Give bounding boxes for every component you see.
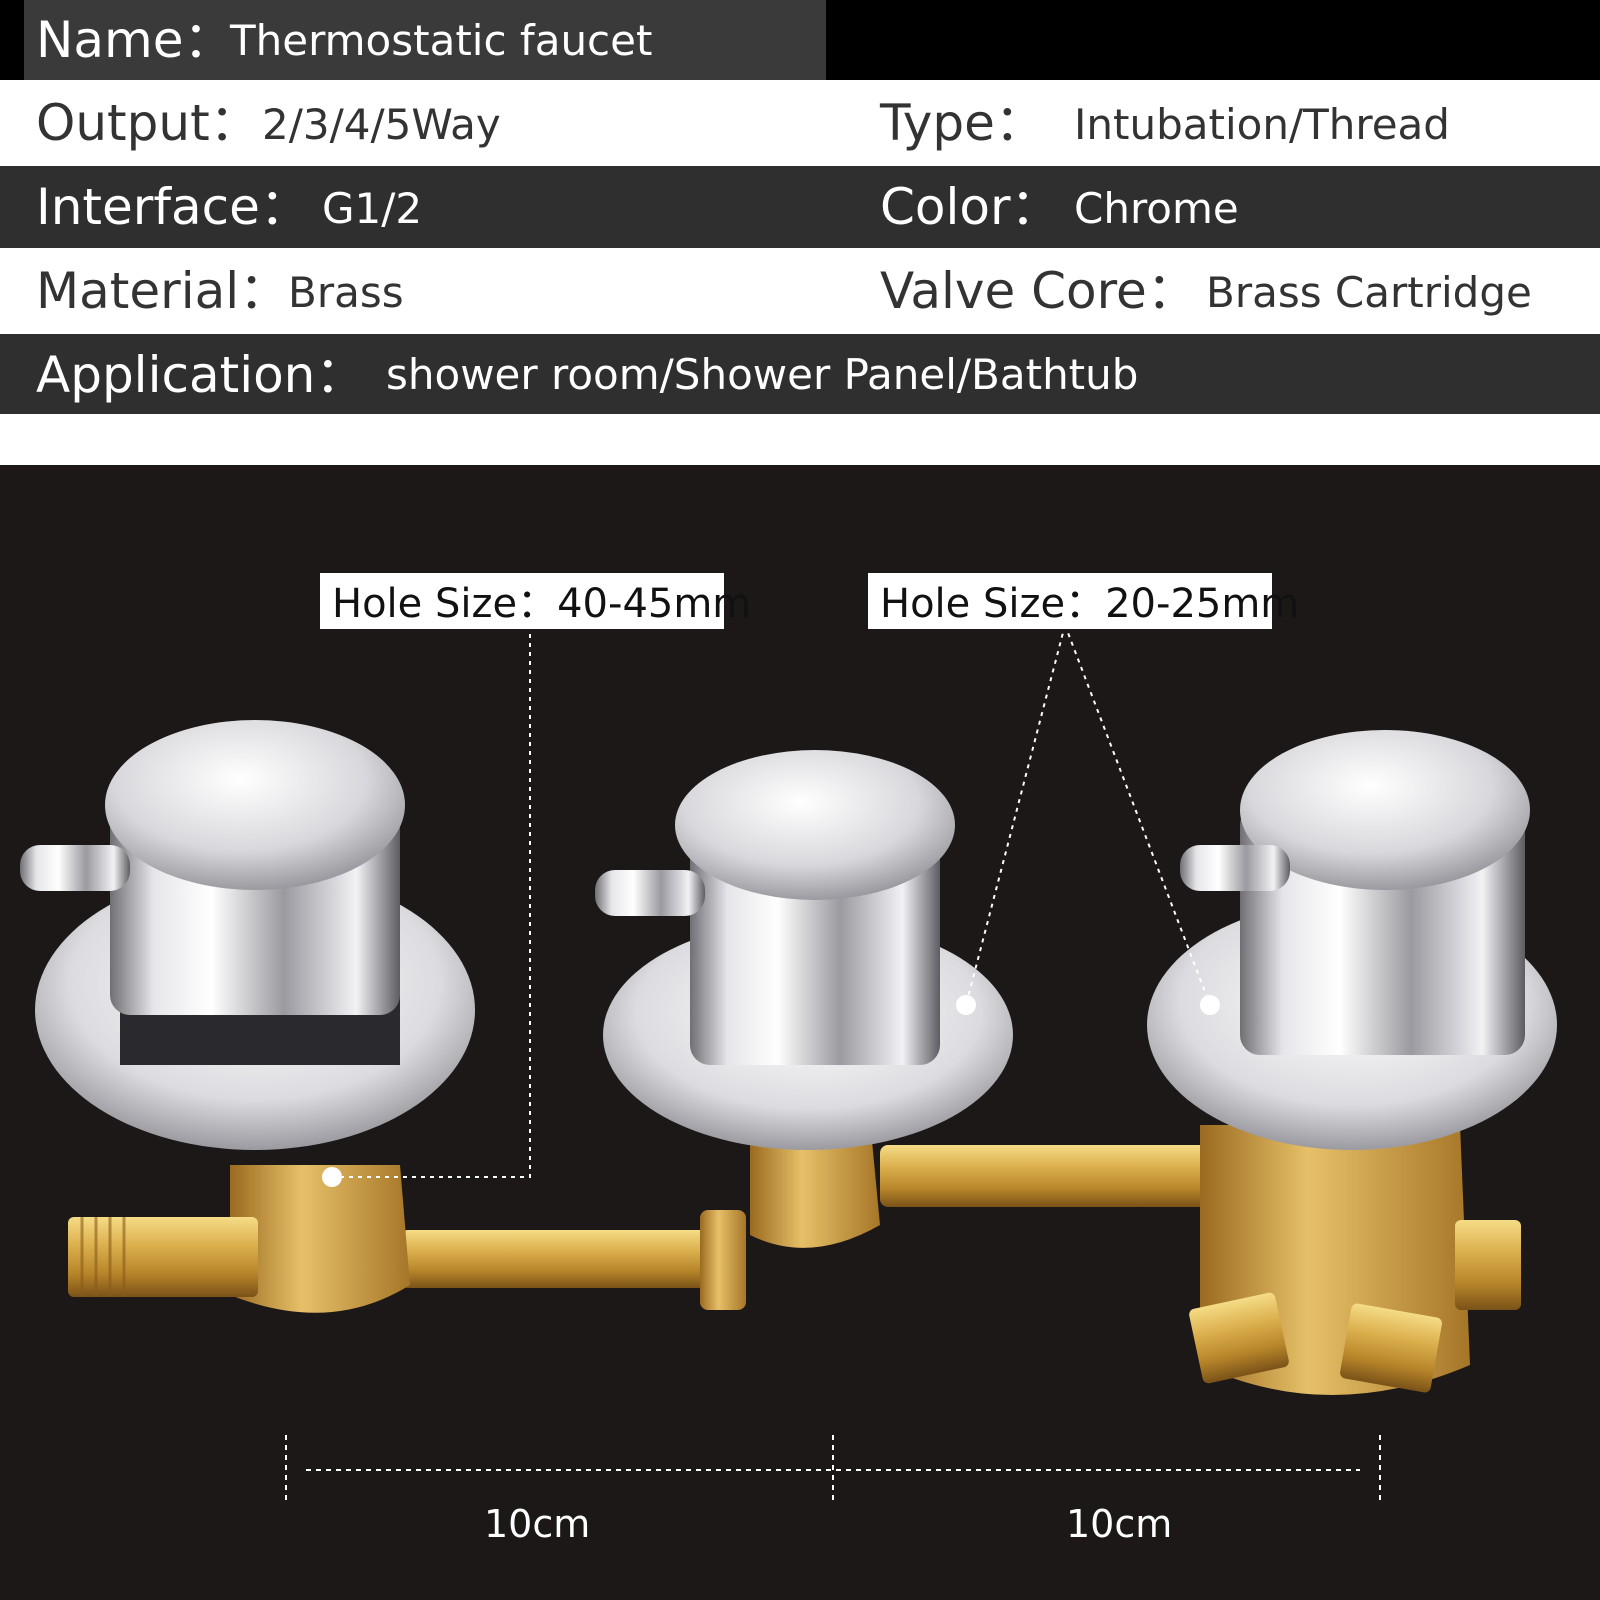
application-label: Application： [36,346,366,404]
name-value: Thermostatic faucet [230,16,653,65]
pipe-right [880,1145,1220,1207]
right-outlet-2 [1340,1303,1442,1393]
callout-dot-large [322,1167,342,1187]
valve-core-label: Valve Core： [880,262,1197,320]
hole-size-small-tag: Hole Size：20-25mm [868,573,1299,629]
pipe-left [400,1230,720,1288]
spec-row-material-valve-core: Material： Brass Valve Core： Brass Cartri… [0,250,1600,332]
color-label: Color： [880,178,1061,236]
application-value: shower room/Shower Panel/Bathtub [386,350,1139,399]
right-outlet-1 [1189,1292,1289,1384]
material-label: Material： [36,262,290,320]
spacing-right-label: 10cm [1066,1502,1173,1546]
spec-row-application: Application： shower room/Shower Panel/Ba… [0,334,1600,414]
interface-value: G1/2 [322,184,423,233]
spec-row-output-type: Output： 2/3/4/5Way Type： Intubation/Thre… [0,82,1600,164]
middle-handle-cap [675,750,955,900]
name-box [24,0,826,80]
callout-dot-right [1200,995,1220,1015]
output-label: Output： [36,94,260,152]
right-outlet-3 [1455,1220,1521,1310]
hole-size-small-label: Hole Size： [880,581,1106,627]
left-inlet-thread [68,1217,258,1297]
right-lever [1180,845,1290,891]
output-value: 2/3/4/5Way [262,100,501,149]
hole-size-small-value: 20-25mm [1105,581,1300,627]
middle-lever [595,870,705,916]
type-label: Type： [880,94,1045,152]
dimension-lines [285,1435,1381,1505]
hole-size-large-label: Hole Size： [332,581,558,627]
hole-size-large-tag: Hole Size：40-45mm [320,573,751,629]
middle-valve-body [750,1120,880,1248]
callout-lines [332,624,1211,1178]
pipe-coupler [700,1210,746,1310]
spec-row-interface-color: Interface： G1/2 Color： Chrome [0,166,1600,248]
left-lever [20,845,130,891]
hole-size-large-value: 40-45mm [557,581,752,627]
left-handle-cap [105,720,405,890]
spacing-left-label: 10cm [484,1502,591,1546]
name-label: Name： [36,11,234,69]
material-value: Brass [288,268,404,317]
color-value: Chrome [1074,184,1239,233]
left-valve-body [230,1165,410,1313]
type-value: Intubation/Thread [1074,100,1450,149]
spec-row-name: Name： Thermostatic faucet [0,0,1600,80]
callout-dot-middle [956,995,976,1015]
interface-label: Interface： [36,178,310,236]
valve-core-value: Brass Cartridge [1206,268,1532,317]
product-photo: Hole Size：40-45mm Hole Size：20-25mm 10cm… [0,465,1600,1600]
right-handle-cap [1240,730,1530,890]
faucet-illustration [20,624,1557,1505]
